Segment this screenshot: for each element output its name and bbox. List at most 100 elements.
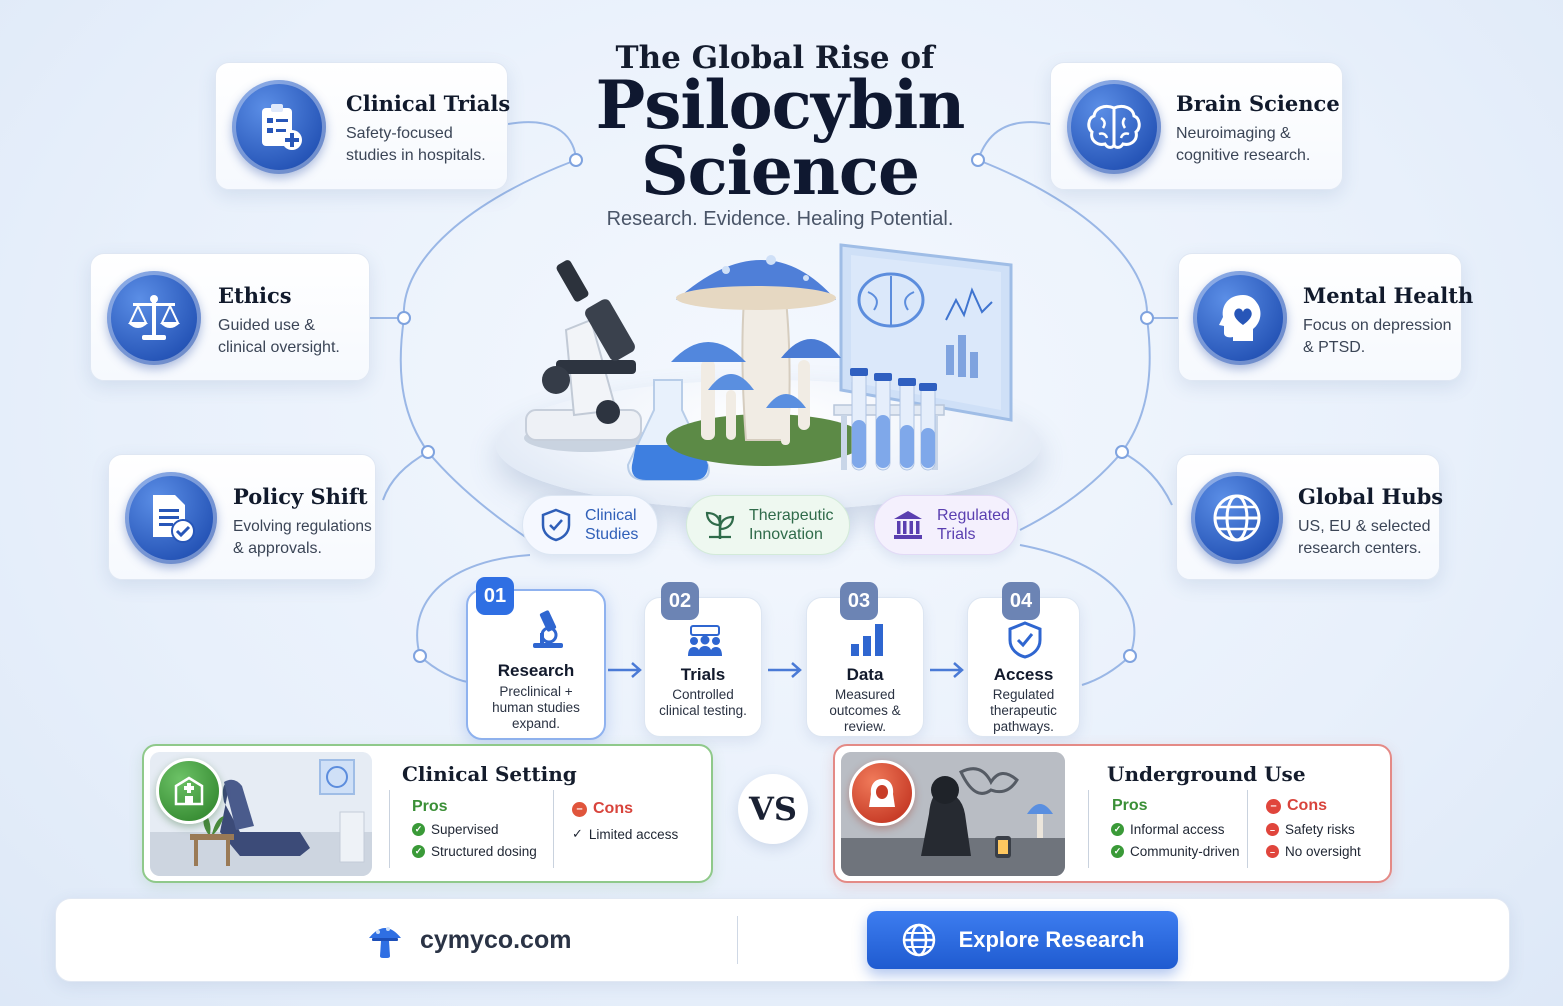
minus-circle-icon: – <box>1266 845 1279 858</box>
card-title: Policy Shift <box>233 484 368 509</box>
arrow-right-icon <box>608 662 642 678</box>
step-access[interactable]: Access Regulated therapeutic pathways. <box>967 597 1080 737</box>
explore-research-button[interactable]: Explore Research <box>867 911 1178 969</box>
document-check-icon <box>125 472 217 564</box>
card-desc-line-2: cognitive research. <box>1176 147 1311 164</box>
divider <box>1088 790 1089 868</box>
scales-icon <box>107 271 201 365</box>
globe-icon <box>902 923 935 957</box>
pill-label: Clinical Studies <box>585 507 639 543</box>
minus-circle-icon: – <box>572 801 587 817</box>
con-item: ✓Limited access <box>572 826 679 842</box>
check-circle-icon: ✓ <box>412 823 425 836</box>
step-number-badge: 04 <box>1002 582 1040 620</box>
divider <box>389 790 390 868</box>
card-desc-line-2: & PTSD. <box>1303 339 1366 356</box>
step-title: Data <box>846 665 884 684</box>
test-tubes-illustration <box>833 368 945 471</box>
arrow-right-icon <box>768 662 802 678</box>
card-mental-health[interactable]: Mental Health Focus on depression & PTSD… <box>1178 253 1473 381</box>
cons-heading: –Cons <box>572 800 633 818</box>
step-desc: Preclinical + human studies expand. <box>492 684 580 731</box>
pro-item: ✓Community-driven <box>1111 844 1240 859</box>
underground-use-panel: Underground Use Pros ✓Informal access ✓C… <box>833 744 1392 883</box>
card-desc-line-1: Neuroimaging & <box>1176 125 1291 142</box>
step-title: Access <box>993 665 1054 684</box>
pill-label: Regulated Trials <box>937 507 1010 543</box>
pro-item: ✓Structured dosing <box>412 844 537 859</box>
microscope-illustration <box>524 260 648 452</box>
check-circle-icon: ✓ <box>1111 823 1124 836</box>
check-mark-icon: ✓ <box>572 826 583 841</box>
mushroom-cluster-illustration <box>666 255 866 466</box>
con-item: –Safety risks <box>1266 822 1355 837</box>
card-title: Brain Science <box>1176 91 1340 116</box>
step-number-badge: 03 <box>840 582 878 620</box>
card-desc-line-1: Evolving regulations <box>233 518 372 535</box>
divider <box>1247 790 1248 868</box>
title-line-3: Science <box>640 132 920 210</box>
pill-label: Therapeutic Innovation <box>749 507 834 543</box>
arrow-right-icon <box>930 662 964 678</box>
card-clinical-trials[interactable]: Clinical Trials Safety-focused studies i… <box>215 62 510 190</box>
step-number-badge: 02 <box>661 582 699 620</box>
hospital-icon <box>156 758 222 824</box>
card-desc-line-2: research centers. <box>1298 540 1422 557</box>
card-brain-science[interactable]: Brain Science Neuroimaging & cognitive r… <box>1050 62 1343 190</box>
pros-heading: Pros <box>1112 797 1148 814</box>
step-desc: Regulated therapeutic pathways. <box>990 687 1057 734</box>
pill-clinical-studies[interactable]: Clinical Studies <box>522 495 658 555</box>
card-title: Global Hubs <box>1298 484 1444 509</box>
card-title: Ethics <box>218 283 292 308</box>
step-title: Trials <box>680 665 726 684</box>
card-desc-line-2: studies in hospitals. <box>346 147 486 164</box>
brain-icon <box>1067 80 1161 174</box>
card-desc-line-2: clinical oversight. <box>218 339 340 356</box>
pro-item: ✓Supervised <box>412 822 499 837</box>
pros-heading: Pros <box>412 798 448 815</box>
panel-title: Underground Use <box>1107 762 1306 786</box>
bar-chart-icon <box>851 624 883 656</box>
clipboard-plus-icon <box>232 80 326 174</box>
brand-link[interactable]: cymyco.com <box>420 926 572 954</box>
card-policy-shift[interactable]: Policy Shift Evolving regulations & appr… <box>108 454 376 580</box>
divider <box>553 790 554 868</box>
microscope-icon <box>533 610 563 648</box>
step-desc: Measured outcomes & review. <box>829 687 901 734</box>
hooded-figure-icon <box>849 760 915 826</box>
clinical-setting-panel: Clinical Setting Pros ✓Supervised ✓Struc… <box>142 744 713 883</box>
pill-therapeutic-innovation[interactable]: Therapeutic Innovation <box>686 495 850 555</box>
pill-regulated-trials[interactable]: Regulated Trials <box>874 495 1018 555</box>
card-title: Mental Health <box>1303 283 1474 308</box>
card-ethics[interactable]: Ethics Guided use & clinical oversight. <box>90 253 370 381</box>
minus-circle-icon: – <box>1266 823 1279 836</box>
footer-bar <box>55 898 1510 982</box>
card-global-hubs[interactable]: Global Hubs US, EU & selected research c… <box>1176 454 1444 580</box>
card-desc-line-1: Safety-focused <box>346 125 453 142</box>
step-data[interactable]: Data Measured outcomes & review. <box>806 597 924 737</box>
step-number-badge: 01 <box>476 577 514 615</box>
card-desc-line-2: & approvals. <box>233 540 322 557</box>
people-icon <box>688 625 722 656</box>
pro-item: ✓Informal access <box>1111 822 1225 837</box>
minus-circle-icon: – <box>1266 798 1281 814</box>
panel-title: Clinical Setting <box>402 762 577 786</box>
title-line-1: The Global Rise of <box>615 40 935 76</box>
step-trials[interactable]: Trials Controlled clinical testing. <box>644 597 762 737</box>
shield-check-icon <box>1008 621 1042 659</box>
vs-badge: VS <box>738 774 808 844</box>
shield-check-icon <box>541 508 571 542</box>
title-line-2: Psilocybin <box>595 66 966 144</box>
check-circle-icon: ✓ <box>1111 845 1124 858</box>
footer-divider <box>737 916 738 964</box>
lab-scene-illustration <box>524 243 1013 481</box>
mushroom-logo-icon <box>369 927 401 958</box>
check-circle-icon: ✓ <box>412 845 425 858</box>
subtitle: Research. Evidence. Healing Potential. <box>606 208 954 230</box>
con-item: –No oversight <box>1266 844 1361 859</box>
card-desc-line-1: US, EU & selected <box>1298 518 1431 535</box>
cons-heading: –Cons <box>1266 797 1327 815</box>
card-desc-line-1: Guided use & <box>218 317 315 334</box>
institution-icon <box>894 511 922 539</box>
